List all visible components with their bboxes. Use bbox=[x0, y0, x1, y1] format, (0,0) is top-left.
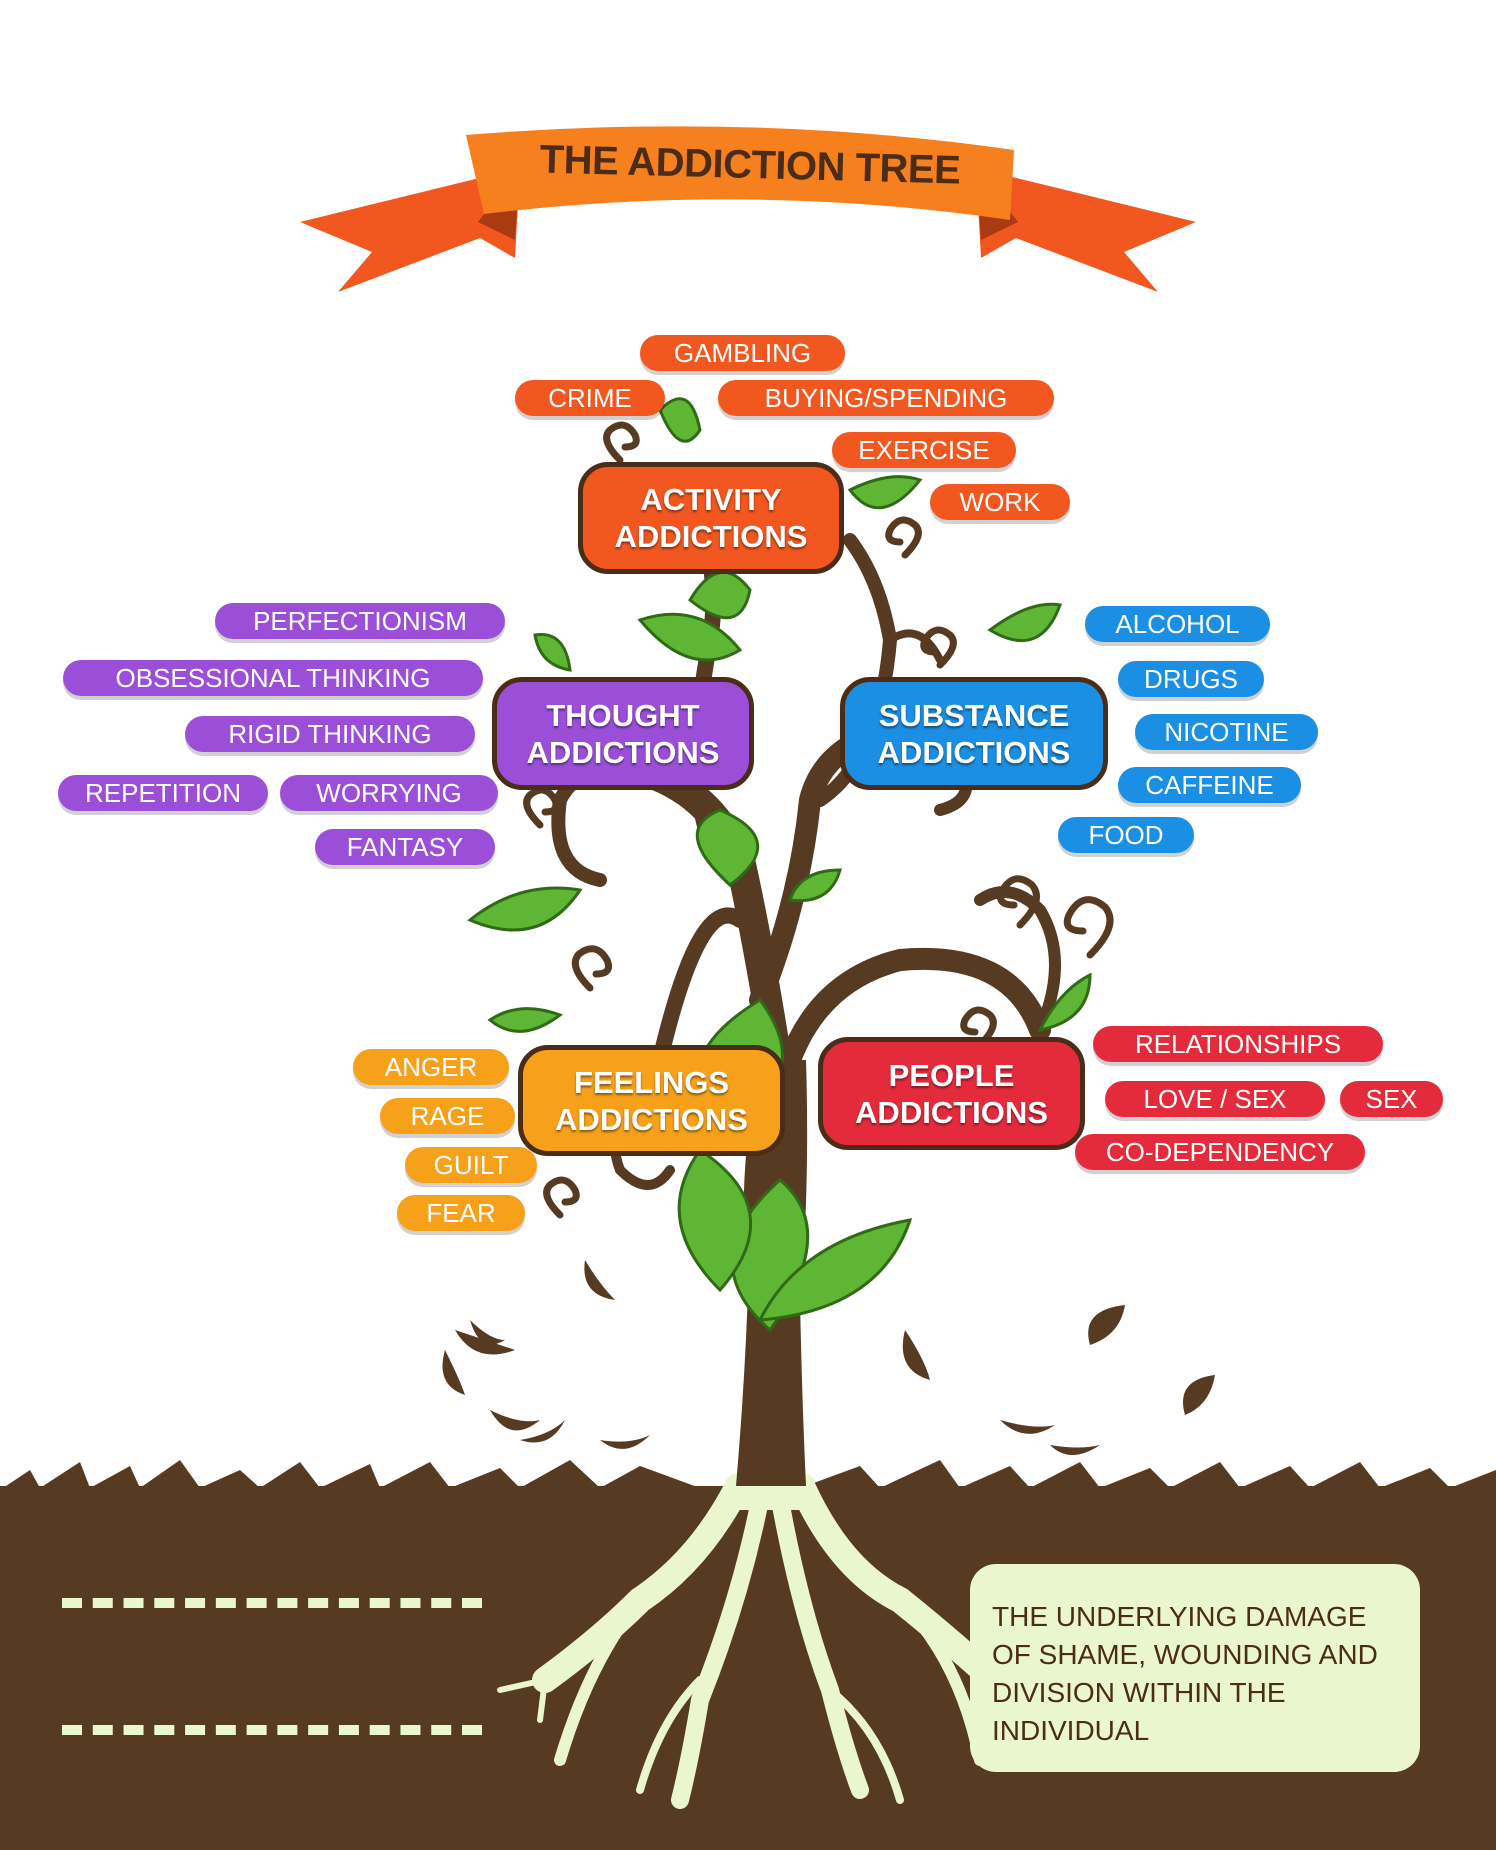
activity-addictions-box: ACTIVITY ADDICTIONS bbox=[578, 462, 844, 574]
dashed-divider-bottom bbox=[62, 1725, 482, 1735]
tag-perfectionism: PERFECTIONISM bbox=[215, 603, 505, 639]
roots-note: THE UNDERLYING DAMAGE OF SHAME, WOUNDING… bbox=[970, 1564, 1420, 1772]
dashed-divider-top bbox=[62, 1598, 482, 1608]
tag-buying-spending: BUYING/SPENDING bbox=[718, 380, 1054, 416]
people-addictions-box: PEOPLE ADDICTIONS bbox=[818, 1037, 1085, 1150]
tag-caffeine: CAFFEINE bbox=[1118, 767, 1301, 803]
tag-rigid-thinking: RIGID THINKING bbox=[185, 716, 475, 752]
tag-gambling: GAMBLING bbox=[640, 335, 845, 371]
tag-nicotine: NICOTINE bbox=[1135, 714, 1318, 750]
tag-obsessional-thinking: OBSESSIONAL THINKING bbox=[63, 660, 483, 696]
tag-co-dependency: CO-DEPENDENCY bbox=[1075, 1134, 1365, 1170]
thought-label-2: ADDICTIONS bbox=[526, 734, 720, 770]
tag-fear: FEAR bbox=[397, 1195, 525, 1231]
people-label-1: PEOPLE bbox=[888, 1057, 1015, 1093]
substance-label-1: SUBSTANCE bbox=[878, 697, 1070, 733]
feelings-label-1: FEELINGS bbox=[573, 1064, 729, 1100]
feelings-addictions-box: FEELINGS ADDICTIONS bbox=[518, 1045, 785, 1156]
tag-rage: RAGE bbox=[380, 1098, 515, 1134]
tag-sex: SEX bbox=[1340, 1081, 1443, 1117]
tag-alcohol: ALCOHOL bbox=[1085, 606, 1270, 642]
feelings-label-2: ADDICTIONS bbox=[555, 1101, 748, 1137]
tag-crime: CRIME bbox=[515, 380, 665, 416]
branch-curls bbox=[523, 421, 1114, 1219]
thought-addictions-box: THOUGHT ADDICTIONS bbox=[492, 677, 754, 790]
tag-worrying: WORRYING bbox=[280, 775, 498, 811]
substance-label-2: ADDICTIONS bbox=[877, 734, 1071, 770]
thought-label-1: THOUGHT bbox=[546, 697, 700, 733]
activity-label-2: ADDICTIONS bbox=[614, 519, 808, 554]
tag-work: WORK bbox=[930, 484, 1070, 520]
people-label-2: ADDICTIONS bbox=[855, 1094, 1048, 1130]
tag-exercise: EXERCISE bbox=[832, 432, 1016, 468]
tag-love-sex: LOVE / SEX bbox=[1105, 1081, 1325, 1117]
tag-drugs: DRUGS bbox=[1118, 661, 1264, 697]
title-ribbon bbox=[300, 126, 1196, 292]
tag-relationships: RELATIONSHIPS bbox=[1093, 1026, 1383, 1062]
tag-repetition: REPETITION bbox=[58, 775, 268, 811]
tag-anger: ANGER bbox=[353, 1049, 509, 1085]
tag-guilt: GUILT bbox=[405, 1147, 537, 1183]
activity-label-1: ACTIVITY bbox=[640, 482, 782, 517]
tag-food: FOOD bbox=[1058, 817, 1194, 853]
falling-leaves bbox=[442, 1260, 1215, 1455]
tag-fantasy: FANTASY bbox=[315, 829, 495, 865]
substance-addictions-box: SUBSTANCE ADDICTIONS bbox=[840, 677, 1108, 790]
